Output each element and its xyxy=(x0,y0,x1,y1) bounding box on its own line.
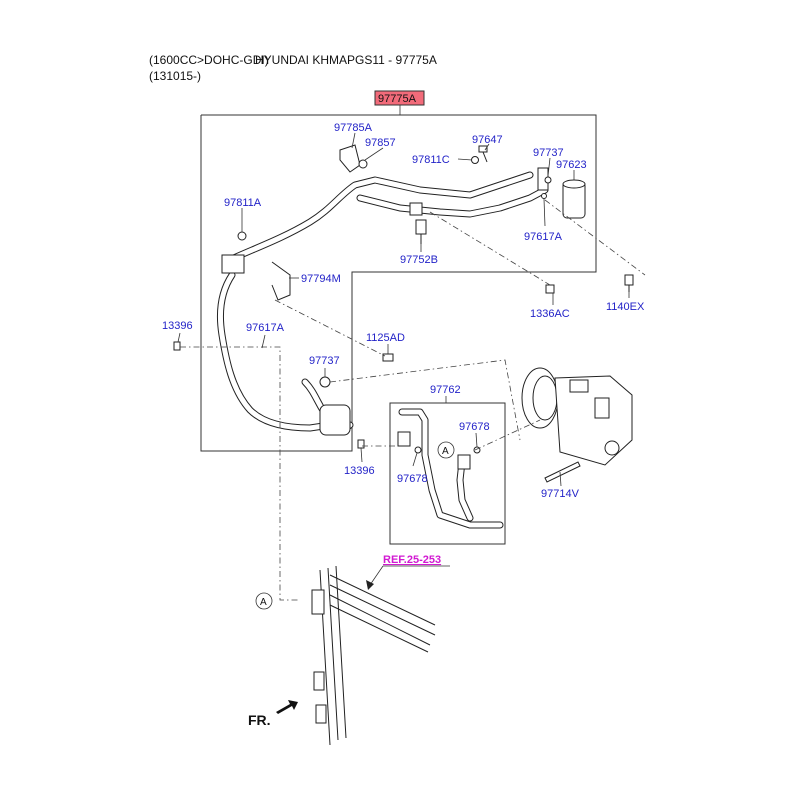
label-97714v[interactable]: 97714V xyxy=(541,488,580,500)
hose-bracket-part[interactable] xyxy=(271,261,291,301)
bolt-97647-part[interactable] xyxy=(478,145,488,163)
lower-fitting-block[interactable] xyxy=(319,404,351,436)
front-direction-label: FR. xyxy=(248,712,271,728)
label-97785a[interactable]: 97785A xyxy=(334,122,373,134)
label-97737-mid[interactable]: 97737 xyxy=(309,355,340,367)
assembly-label[interactable]: 97775A xyxy=(378,93,417,105)
leader-13396-left xyxy=(180,346,300,601)
date-range-text: (131015-) xyxy=(149,69,202,83)
label-1336ac[interactable]: 1336AC xyxy=(530,308,570,320)
label-97762[interactable]: 97762 xyxy=(430,384,461,396)
callout-a-label: A xyxy=(260,597,267,608)
leader-line xyxy=(484,143,490,151)
ac-compressor-part[interactable] xyxy=(521,367,633,466)
label-97647[interactable]: 97647 xyxy=(472,134,503,146)
left-fitting-block[interactable] xyxy=(221,254,245,274)
bolt-1140ex-part[interactable] xyxy=(624,274,634,292)
label-97752b[interactable]: 97752B xyxy=(400,254,438,266)
cap-97811c-part[interactable] xyxy=(471,156,479,164)
label-97794m[interactable]: 97794M xyxy=(301,273,341,285)
oring-97737-mid-part[interactable] xyxy=(319,376,331,388)
oring-97678-left-part[interactable] xyxy=(414,446,422,454)
label-97617a-left[interactable]: 97617A xyxy=(246,322,285,334)
leader-1140ex xyxy=(544,199,646,276)
clip-part[interactable] xyxy=(339,144,361,173)
label-13396-bottom[interactable]: 13396 xyxy=(344,465,375,477)
kit-fitting-block-2[interactable] xyxy=(457,454,471,470)
pressure-switch-part[interactable] xyxy=(415,219,427,235)
center-fitting-block[interactable] xyxy=(409,202,423,216)
left-hose-line xyxy=(216,271,334,432)
callout-a-circle[interactable] xyxy=(437,441,455,459)
hose-kit-outline-box xyxy=(389,402,506,545)
catalog-title: HYUNDAI KHMAPGS11 - 97775A xyxy=(255,53,437,67)
label-13396-left[interactable]: 13396 xyxy=(162,320,193,332)
label-97678-right[interactable]: 97678 xyxy=(459,421,490,433)
bolt-97714v-part[interactable] xyxy=(544,461,581,483)
ref-leader-line xyxy=(369,565,450,586)
kit-fitting-block[interactable] xyxy=(397,431,411,447)
label-97623[interactable]: 97623 xyxy=(556,159,587,171)
leader-line xyxy=(547,157,551,177)
leader-1336ac xyxy=(429,211,551,286)
ref-link-25-253[interactable]: REF.25-253 xyxy=(383,554,441,566)
front-arrow-icon xyxy=(276,700,298,714)
leader-line xyxy=(351,132,356,149)
label-97857[interactable]: 97857 xyxy=(365,137,396,149)
leader-line xyxy=(360,447,363,463)
label-1125ad[interactable]: 1125AD xyxy=(366,332,405,344)
leader-line xyxy=(261,334,266,349)
engine-spec-text: (1600CC>DOHC-GDI) xyxy=(149,53,269,67)
leader-line xyxy=(364,147,384,161)
bolt-13396-left-part[interactable] xyxy=(173,341,181,351)
leader-1125ad xyxy=(274,299,386,357)
leader-compressor xyxy=(329,359,521,441)
bolt-1336ac-part[interactable] xyxy=(545,284,555,294)
label-97737-top[interactable]: 97737 xyxy=(533,147,564,159)
bolt-1125ad-part[interactable] xyxy=(382,353,394,362)
leader-line xyxy=(457,158,473,161)
label-97811c[interactable]: 97811C xyxy=(412,154,450,166)
leader-line xyxy=(412,452,418,467)
leader-line xyxy=(177,332,181,343)
oring-97617a-top-part[interactable] xyxy=(541,193,547,199)
label-97811a[interactable]: 97811A xyxy=(224,197,262,209)
assembly-label-highlight[interactable] xyxy=(374,90,425,106)
label-1140ex[interactable]: 1140EX xyxy=(606,301,645,313)
leader-line xyxy=(475,432,478,448)
assembly-outline-box xyxy=(200,114,597,452)
callout-a-label: A xyxy=(442,446,449,457)
cap-97857-part[interactable] xyxy=(358,159,368,169)
oring-97737-top-part[interactable] xyxy=(544,176,552,184)
condenser-part[interactable] xyxy=(311,565,436,746)
ref-arrowhead xyxy=(366,580,374,590)
label-97678-left[interactable]: 97678 xyxy=(397,473,428,485)
bolt-13396-bottom-part[interactable] xyxy=(357,439,365,449)
leader-line xyxy=(543,198,546,227)
label-97617a-top[interactable]: 97617A xyxy=(524,231,563,243)
leader-97678 xyxy=(474,419,541,451)
callout-a-circle[interactable] xyxy=(255,592,273,610)
leader-line xyxy=(559,471,562,487)
cap-97811a-part[interactable] xyxy=(237,231,247,241)
